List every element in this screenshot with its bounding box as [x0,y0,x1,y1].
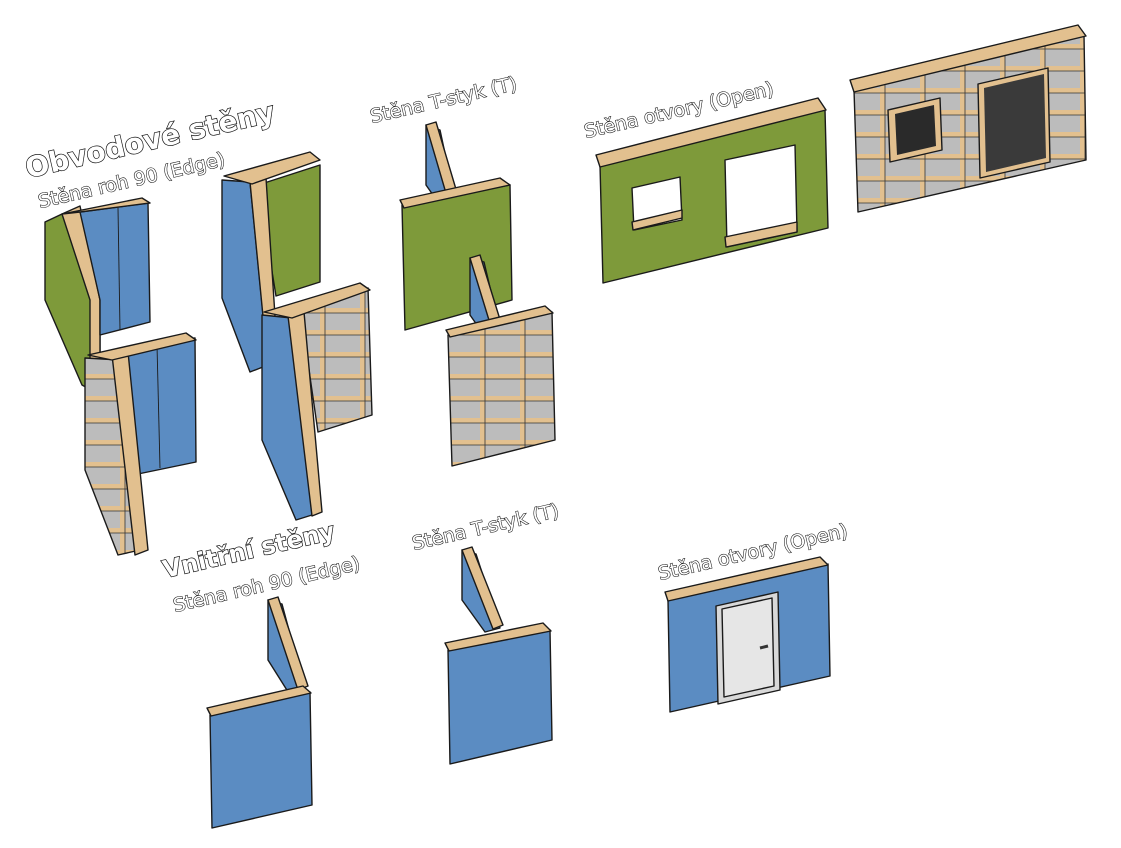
timber-top-plate [849,24,1087,93]
timber-edge [461,546,504,630]
frame-wall-face [447,311,556,467]
timber-top-plate [444,622,552,652]
interior-t-label: Stěna T-styk (T) [410,500,561,555]
timber-top-plate [595,97,827,168]
timber-top-plate [223,151,321,185]
interior-corner-wall [206,596,313,829]
interior-open-wall [664,556,831,713]
timber-top-plate [399,177,511,209]
door-handle [759,644,769,650]
timber-edge [267,596,309,691]
exterior-open-wall-green [595,97,829,284]
timber-top-plate [263,282,371,319]
timber-top-plate [87,332,197,361]
exterior-t-label: Stěna T-styk (T) [368,73,519,128]
timber-top-plate [664,556,829,602]
interior-t-wall [444,546,553,765]
window-glass [895,105,936,155]
glass-door-pane [984,74,1046,172]
board-joint [117,207,121,331]
window-sill [631,209,683,231]
timber-top-plate [206,685,312,717]
door-threshold [724,221,798,248]
exterior-t-wall-green [399,121,513,331]
exterior-t-wall-frame [445,254,556,467]
exterior-corner-wall-a [44,197,151,396]
exterior-corner-wall-d [261,282,373,521]
door-leaf [721,597,775,698]
exterior-corner-wall-b [84,332,197,556]
blue-wall-face [447,629,553,765]
exterior-open-wall-frame [849,24,1087,213]
board-joint [156,344,161,469]
timber-top-plate [445,305,554,338]
timber-top-plate [61,197,151,215]
